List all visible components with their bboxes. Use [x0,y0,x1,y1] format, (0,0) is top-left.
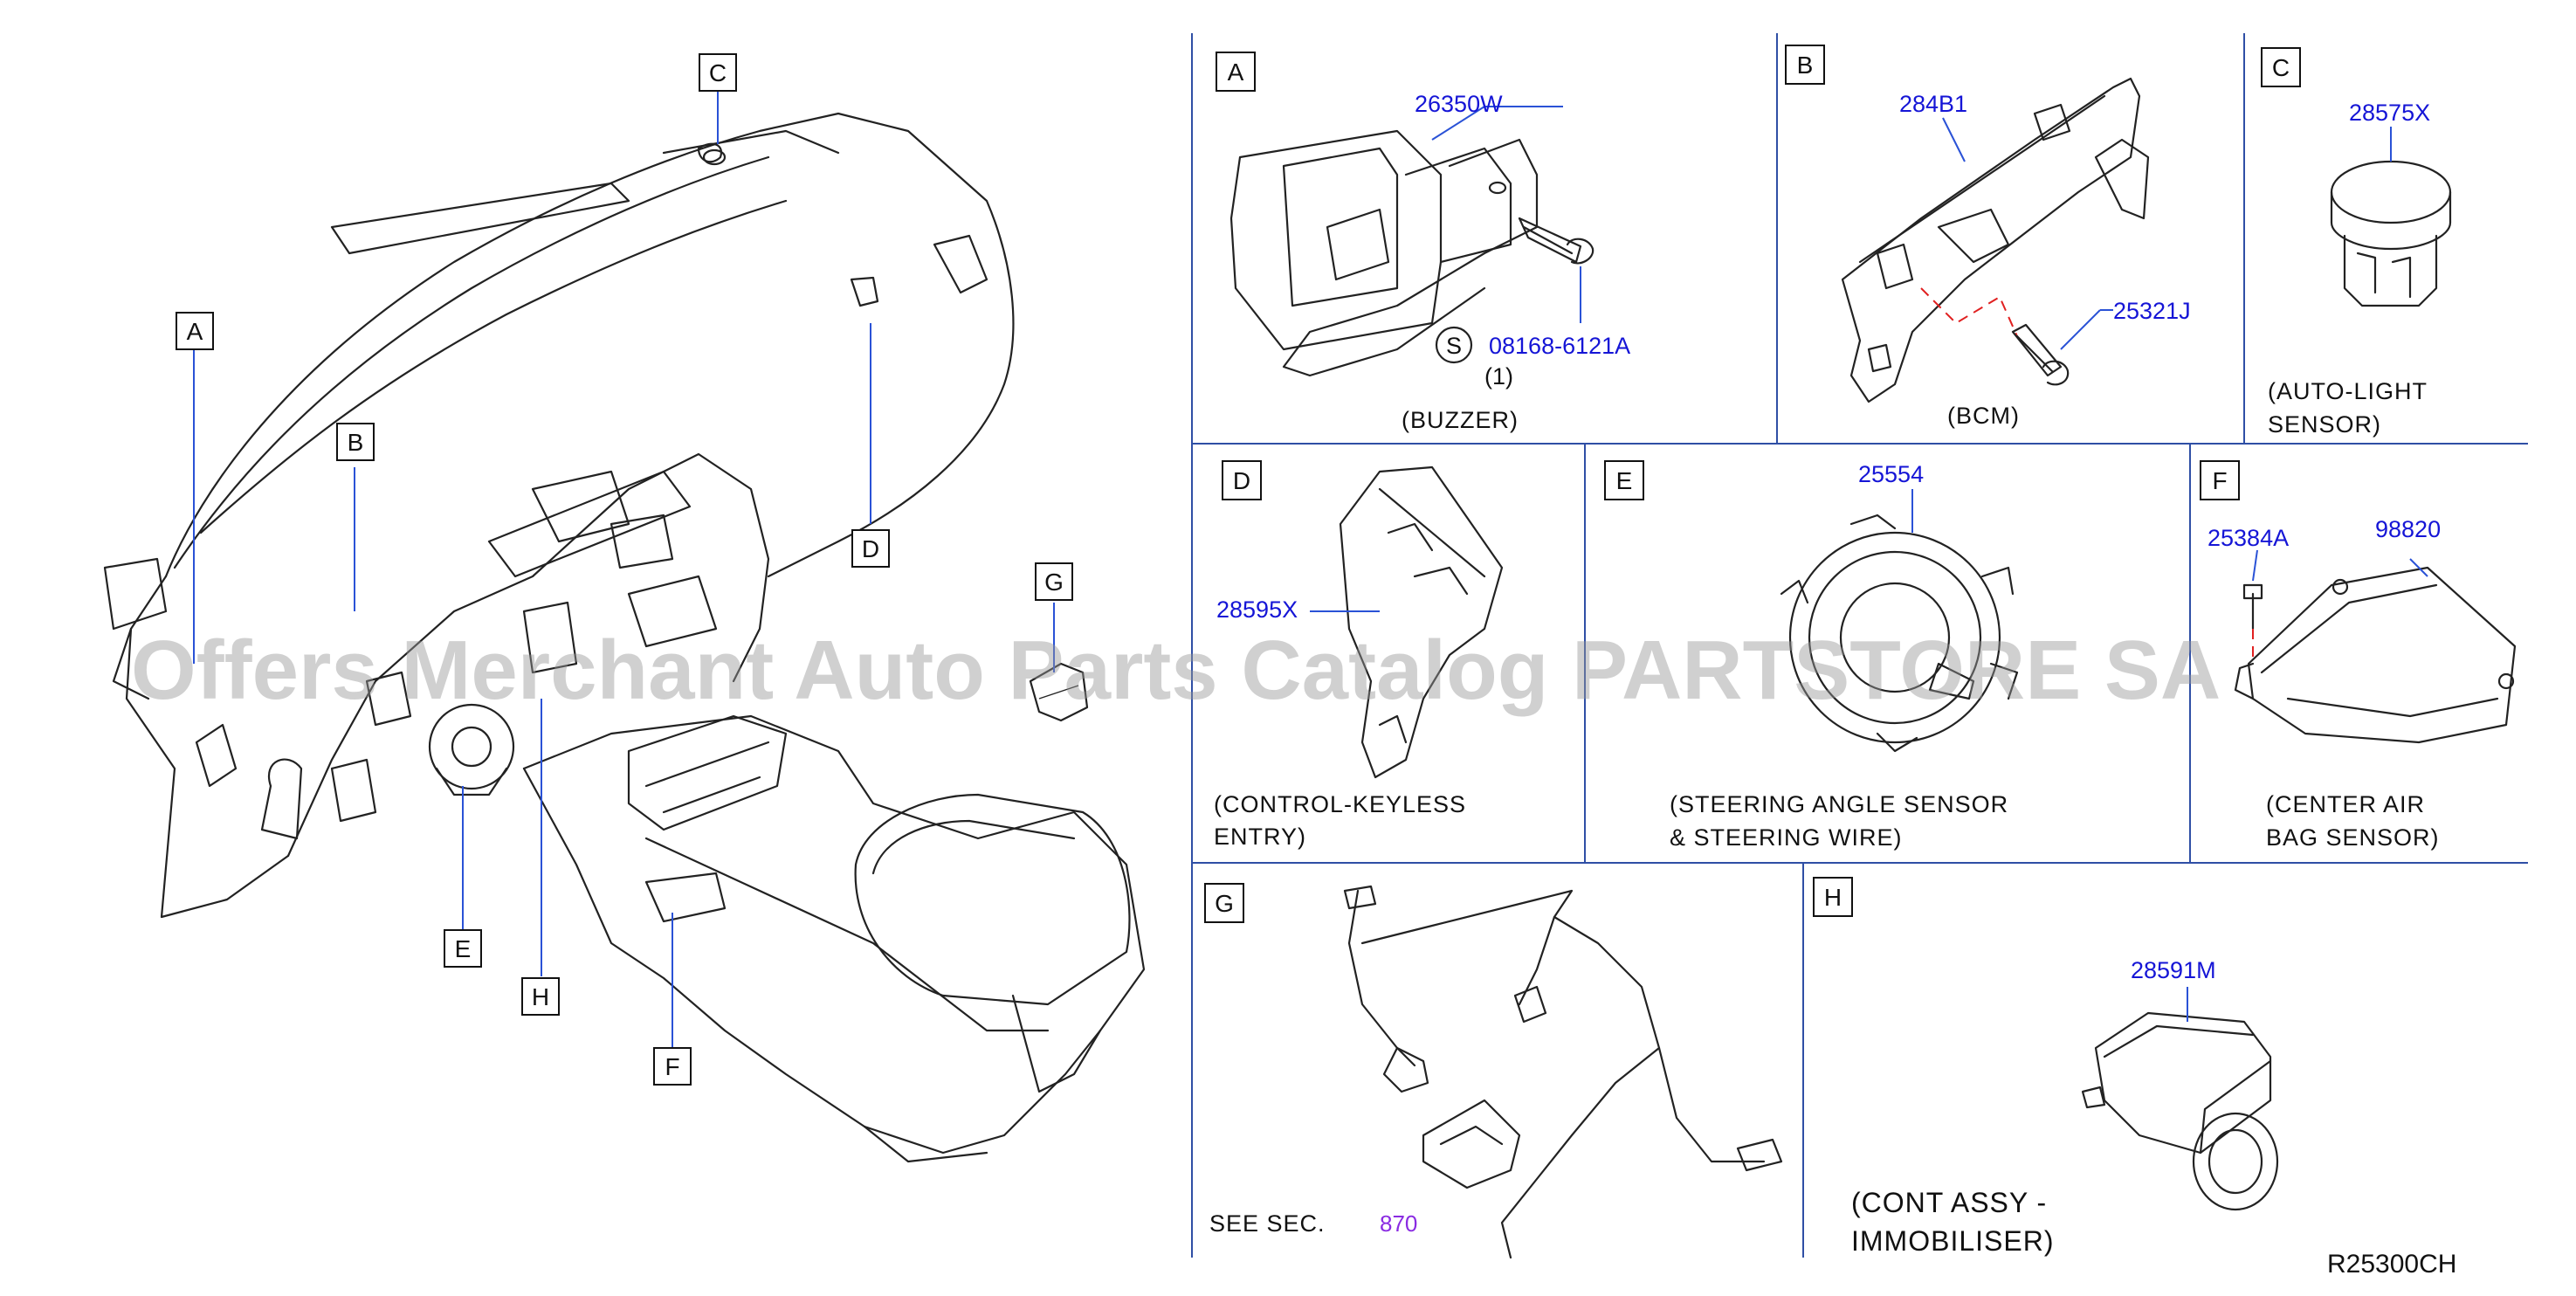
panel-e-label-box [1604,460,1644,500]
panel-f-letter: F [2212,467,2227,494]
panel-e: E 25554 (STEERING ANGLE SENSOR & STEERIN… [1604,460,2019,851]
callout-box-d[interactable]: D [851,529,890,568]
panel-c-part-28575x[interactable]: 28575X [2349,100,2430,126]
panel-f-part-25384a[interactable]: 25384A [2208,525,2289,551]
panel-c-letter: C [2272,54,2290,81]
panel-d: D 28595X (CONTROL-KEYLESS ENTRY) [1214,460,1504,850]
panel-e-caption-line1: (STEERING ANGLE SENSOR [1670,791,2008,817]
panel-f-part-98820[interactable]: 98820 [2375,516,2441,542]
panel-c-caption-line2: SENSOR) [2268,411,2381,438]
panel-d-caption-line2: ENTRY) [1214,824,1306,850]
panel-e-letter: E [1616,467,1633,494]
callout-box-a[interactable]: A [176,312,214,350]
callout-box-b[interactable]: B [336,423,375,461]
panel-a: A 26350W S 08168-6121A (1) (BUZZER) [1216,52,1630,433]
panel-e-part-25554[interactable]: 25554 [1858,461,1924,487]
panel-a-part-26350w[interactable]: 26350W [1415,91,1503,117]
callout-label-e: E [455,935,472,962]
panel-h: H 28591M (CONT ASSY - IMMOBILISER) [1813,877,2279,1257]
panel-a-letter: A [1228,59,1244,86]
panel-d-part-28595x[interactable]: 28595X [1216,596,1298,623]
panel-a-label-box [1216,52,1256,92]
callout-label-c: C [709,59,727,86]
panel-c-label-box [2261,47,2301,87]
panel-c: C 28575X (AUTO-LIGHT SENSOR) [2261,47,2452,438]
panel-b-part-284b1[interactable]: 284B1 [1899,91,1967,117]
callout-label-g: G [1044,569,1064,596]
panel-h-caption-line1: (CONT ASSY - [1851,1187,2047,1218]
panel-b-part-25321j[interactable]: 25321J [2113,298,2191,324]
callout-box-g[interactable]: G [1035,562,1073,601]
callout-box-c[interactable]: C [699,53,737,92]
panel-b-caption: (BCM) [1947,403,2020,429]
screw-08168-6121a [1518,217,1595,265]
detail-grid [1191,33,2528,1258]
watermark-text: Offers Merchant Auto Parts Catalog PARTS… [131,624,2221,717]
panel-b-label-box [1785,45,1825,85]
panel-g-see-sec: SEE SEC. [1209,1210,1326,1237]
panel-g-letter: G [1215,890,1234,917]
panel-a-caption: (BUZZER) [1402,407,1519,433]
bolt-25384a [2242,583,2263,631]
bcm-bracket [1841,77,2150,403]
buzzer-part [1229,129,1539,377]
callout-label-f: F [665,1053,679,1080]
steering-angle-sensor [1780,514,2019,753]
screw-symbol: S [1446,333,1462,359]
callout-box-h[interactable]: H [521,977,560,1016]
panel-e-caption-line2: & STEERING WIRE) [1670,824,1903,851]
wiring-harness [1343,885,1783,1259]
panel-f: F 25384A 98820 (CENTER AIR BAG SENSOR) [2200,460,2517,851]
panel-g-section-link[interactable]: 870 [1380,1210,1417,1237]
callout-label-a: A [187,318,203,345]
drawing-code: R25300CH [2327,1250,2456,1279]
screw-symbol-circle [1435,326,1473,364]
callout-box-e[interactable]: E [444,929,482,968]
callout-box-f[interactable]: F [653,1047,692,1086]
panel-a-part-08168-6121a[interactable]: 08168-6121A [1489,333,1630,359]
panel-f-caption-line2: BAG SENSOR) [2266,824,2440,851]
immobiliser-unit [2081,1011,2279,1211]
airbag-sensor-unit [2234,566,2517,744]
panel-g: G SEE SEC. 870 [1204,883,1783,1259]
panel-c-caption-line1: (AUTO-LIGHT [2268,378,2428,404]
panel-h-letter: H [1824,884,1842,911]
callout-label-d: D [862,535,879,562]
panel-d-letter: D [1233,467,1250,494]
auto-light-sensor [2330,160,2452,307]
callout-label-b: B [348,429,364,456]
bolt-25321j [2011,323,2070,386]
dashboard-overview [103,112,1146,1163]
panel-d-label-box [1222,460,1262,500]
panel-b-letter: B [1797,52,1814,79]
panel-h-caption-line2: IMMOBILISER) [1851,1225,2054,1257]
panel-b: B 284B1 25321J (BCM) [1785,45,2191,429]
panel-a-quantity: (1) [1484,363,1513,389]
panel-d-caption-line1: (CONTROL-KEYLESS [1214,791,1466,817]
panel-g-label-box [1204,883,1244,923]
callout-label-h: H [532,983,549,1010]
panel-h-label-box [1813,877,1853,917]
panel-f-caption-line1: (CENTER AIR [2266,791,2425,817]
panel-f-label-box [2200,460,2240,500]
panel-h-part-28591m[interactable]: 28591M [2131,957,2216,983]
keyless-entry-unit [1339,465,1504,779]
overview-leaders [193,90,1055,1048]
